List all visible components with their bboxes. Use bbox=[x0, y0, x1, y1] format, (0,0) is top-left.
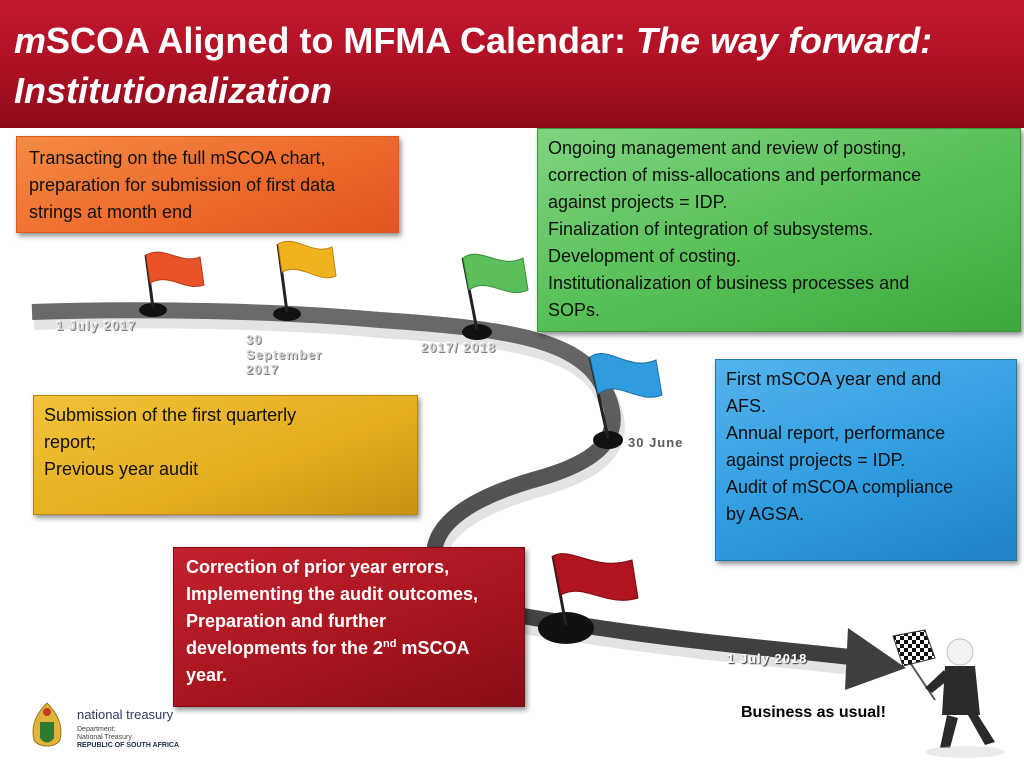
box-line: SOPs. bbox=[548, 300, 601, 320]
tagline: Business as usual! bbox=[741, 704, 886, 721]
box-line: developments for the 2nd mSCOA bbox=[186, 635, 512, 662]
header-banner bbox=[0, 0, 1024, 128]
milestone-label-jul2017: 1 July 2017 bbox=[56, 318, 137, 333]
box-line: First mSCOA year end and bbox=[726, 369, 942, 389]
box-line: Transacting on the full mSCOA chart, bbox=[29, 148, 326, 168]
road-path bbox=[31, 302, 861, 666]
flag-icon bbox=[588, 352, 663, 439]
milestone-label-sep2017-day: 30 bbox=[246, 332, 263, 347]
milestone-disc bbox=[593, 431, 623, 449]
box-line: Ongoing management and review of posting… bbox=[548, 138, 907, 158]
box-line: Previous year audit bbox=[44, 459, 199, 479]
milestone-label-june: 30 June bbox=[628, 435, 684, 450]
box-line: Preparation and further bbox=[186, 611, 387, 631]
title-main: SCOA Aligned to MFMA Calendar: bbox=[46, 20, 637, 61]
logo-country: REPUBLIC OF SOUTH AFRICA bbox=[77, 742, 179, 750]
activity-box-june: First mSCOA year end and AFS. Annual rep… bbox=[715, 359, 1017, 561]
superscript: nd bbox=[383, 638, 397, 650]
person-figure-icon bbox=[892, 629, 1005, 758]
box-line-part: mSCOA bbox=[396, 638, 470, 658]
box-line: preparation for submission of first data bbox=[29, 175, 336, 195]
box-line: strings at month end bbox=[29, 202, 193, 222]
title-italic: The way forward: Institutionalization bbox=[14, 20, 933, 111]
box-line: against projects = IDP. bbox=[548, 192, 728, 212]
flag-icon bbox=[144, 251, 205, 309]
milestone-label-jul2018: 1 July 2018 bbox=[727, 651, 808, 666]
milestone-disc bbox=[273, 307, 301, 321]
box-line: report; bbox=[44, 432, 97, 452]
flag-icon bbox=[276, 240, 337, 313]
box-line: Development of costing. bbox=[548, 246, 742, 266]
box-line: Submission of the first quarterly bbox=[44, 405, 297, 425]
logo-department: Department: National Treasury REPUBLIC O… bbox=[77, 726, 179, 750]
activity-box-fy2017-2018: Ongoing management and review of posting… bbox=[537, 128, 1021, 332]
milestone-label-fy: 2017/ 2018 bbox=[421, 340, 497, 355]
flag-icon bbox=[551, 553, 639, 626]
box-line: Audit of mSCOA compliance bbox=[726, 477, 954, 497]
box-line: Correction of prior year errors, bbox=[186, 557, 450, 577]
milestone-disc bbox=[139, 303, 167, 317]
milestone-label-sep2017-year: 2017 bbox=[246, 362, 279, 377]
milestone-label-sep2017-month: September bbox=[246, 347, 323, 362]
box-line: year. bbox=[186, 665, 228, 685]
box-line: Finalization of integration of subsystem… bbox=[548, 219, 874, 239]
box-line: Implementing the audit outcomes, bbox=[186, 584, 479, 604]
box-line: by AGSA. bbox=[726, 504, 805, 524]
page-title: mSCOA Aligned to MFMA Calendar: The way … bbox=[14, 16, 1014, 116]
logo-dept-line: Department: bbox=[77, 726, 116, 733]
logo-country-text: REPUBLIC OF SOUTH AFRICA bbox=[77, 742, 180, 749]
box-line: AFS. bbox=[726, 396, 767, 416]
milestone-disc bbox=[538, 612, 594, 644]
logo-name: national treasury bbox=[77, 707, 174, 722]
box-line: correction of miss-allocations and perfo… bbox=[548, 165, 922, 185]
box-line: Annual report, performance bbox=[726, 423, 946, 443]
activity-box-sep2017: Submission of the first quarterly report… bbox=[33, 395, 418, 515]
road-arrowhead bbox=[845, 628, 906, 690]
activity-box-jul2018: Correction of prior year errors, Impleme… bbox=[173, 547, 525, 707]
box-line-part: developments for the 2 bbox=[186, 638, 384, 658]
logo-dept-line: National Treasury bbox=[77, 734, 132, 741]
coat-of-arms-icon bbox=[32, 702, 62, 747]
box-line: Institutionalization of business process… bbox=[548, 273, 910, 293]
flag-icon bbox=[461, 253, 529, 331]
activity-box-jul2017: Transacting on the full mSCOA chart, pre… bbox=[16, 136, 399, 233]
milestone-disc bbox=[462, 324, 492, 340]
title-prefix: m bbox=[14, 20, 47, 61]
box-line: against projects = IDP. bbox=[726, 450, 906, 470]
